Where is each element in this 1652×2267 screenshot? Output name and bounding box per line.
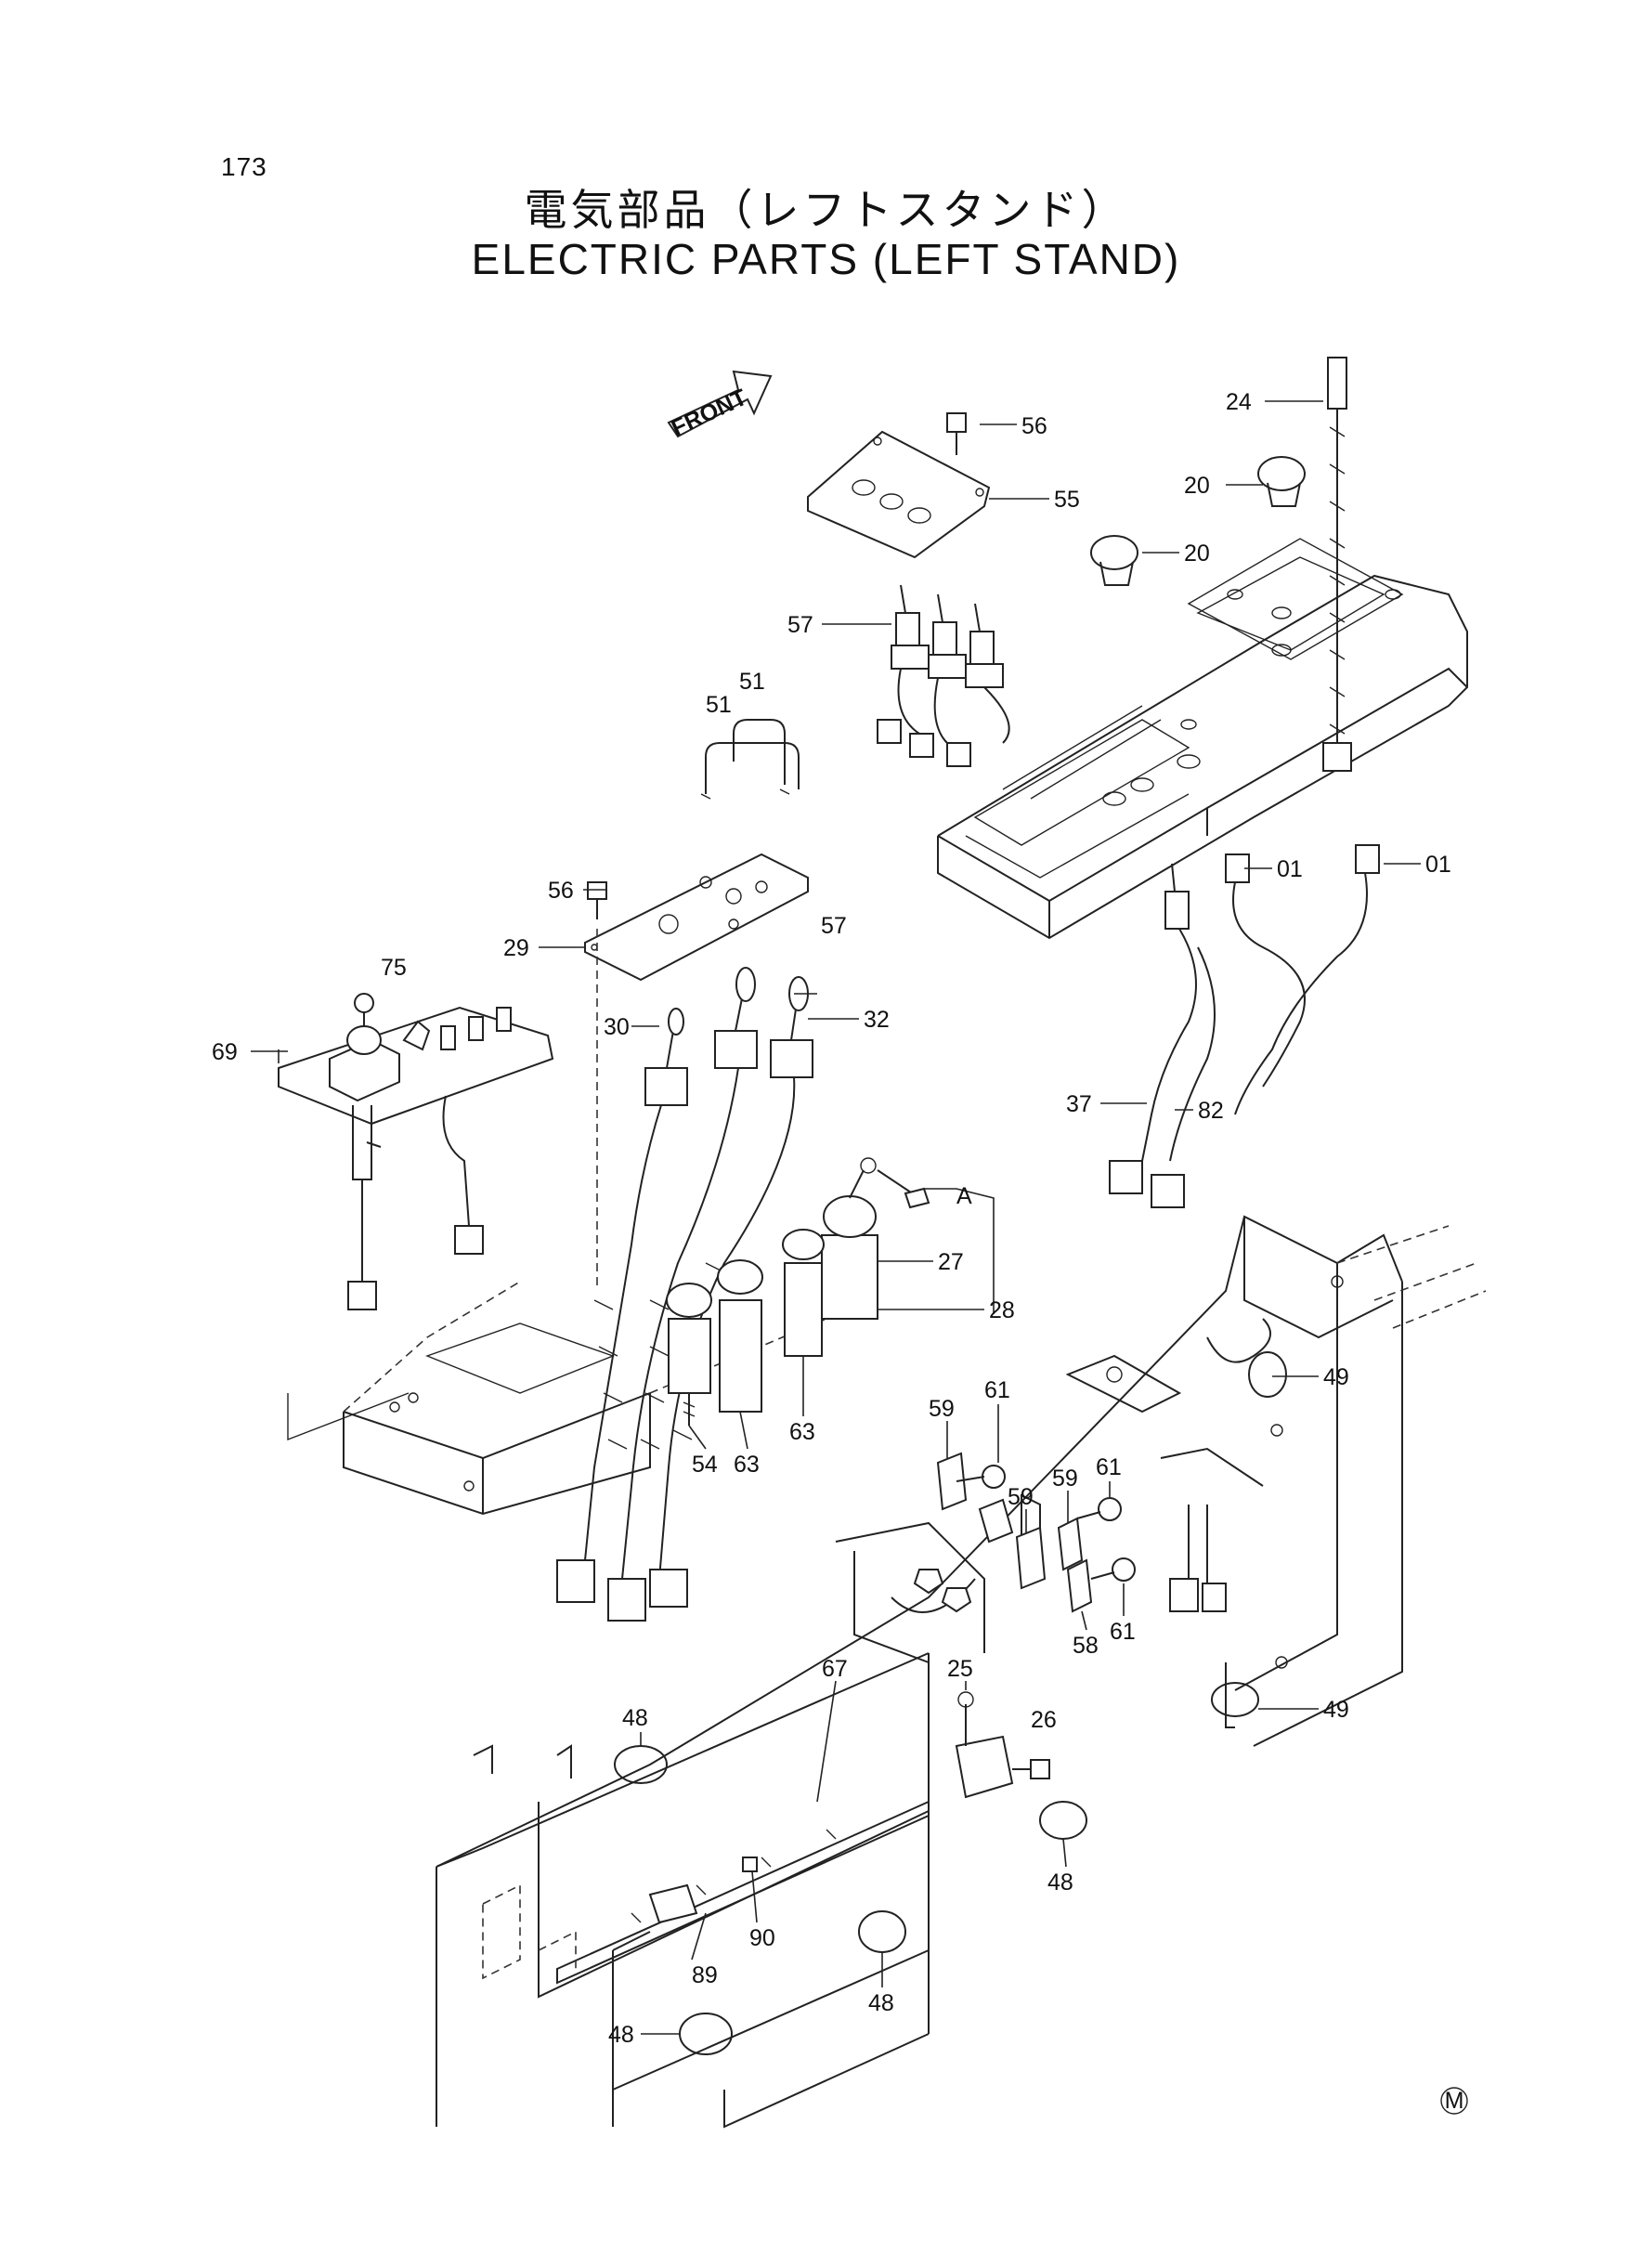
callout-63: 63 bbox=[734, 1452, 760, 1478]
callout-49: 49 bbox=[1323, 1697, 1349, 1723]
page-title-english: ELECTRIC PARTS (LEFT STAND) bbox=[471, 235, 1181, 283]
callout-59: 59 bbox=[929, 1396, 955, 1422]
callout-20: 20 bbox=[1184, 473, 1210, 499]
callout-57: 57 bbox=[821, 913, 847, 939]
callout-20: 20 bbox=[1184, 541, 1210, 567]
corner-mark: M bbox=[1440, 2087, 1468, 2115]
brackets-and-bolts bbox=[913, 1452, 1136, 1613]
main-frame bbox=[436, 1215, 1487, 2127]
key-switch-and-buttons bbox=[666, 1157, 930, 1426]
callout-89: 89 bbox=[692, 1962, 718, 1988]
callout-90: 90 bbox=[749, 1925, 775, 1951]
callout-61: 61 bbox=[1110, 1619, 1136, 1645]
upper-screw bbox=[946, 412, 967, 455]
callout-61: 61 bbox=[984, 1377, 1010, 1403]
u-bolts bbox=[700, 719, 800, 800]
callout-48: 48 bbox=[868, 1990, 894, 2016]
front-arrow-icon: FRONT bbox=[667, 370, 773, 442]
right-harness bbox=[1109, 844, 1380, 1208]
page-title-japanese: 電気部品（レフトスタンド） bbox=[524, 185, 1128, 235]
callout-leaders bbox=[251, 400, 1421, 2035]
callout-29: 29 bbox=[503, 935, 529, 961]
upper-stand-bracket bbox=[937, 538, 1468, 940]
callout-28: 28 bbox=[989, 1297, 1015, 1323]
callout-26: 26 bbox=[1031, 1707, 1057, 1733]
callout-32: 32 bbox=[864, 1007, 890, 1033]
upper-switch-plate bbox=[807, 430, 991, 559]
callout-58: 58 bbox=[1073, 1633, 1099, 1659]
callout-82: 82 bbox=[1198, 1098, 1224, 1124]
callout-25: 25 bbox=[947, 1656, 973, 1682]
callout-37: 37 bbox=[1066, 1091, 1092, 1117]
callout-75: 75 bbox=[381, 955, 407, 981]
upper-toggle-switches bbox=[877, 584, 1010, 767]
callout-59: 59 bbox=[1008, 1484, 1034, 1510]
callout-59: 59 bbox=[1052, 1466, 1078, 1492]
sensor-with-cable bbox=[1322, 357, 1352, 772]
callout-24: 24 bbox=[1226, 389, 1252, 415]
callout-labels: 24 56 20 55 20 57 51 51 01 01 56 29 57 7… bbox=[212, 389, 1451, 2048]
page-number: 173 bbox=[221, 152, 267, 181]
callout-63: 63 bbox=[789, 1419, 815, 1445]
callout-55: 55 bbox=[1054, 487, 1080, 513]
callout-27: 27 bbox=[938, 1249, 964, 1275]
left-switch-panel bbox=[278, 993, 554, 1310]
callout-48: 48 bbox=[1047, 1870, 1073, 1896]
callout-67: 67 bbox=[822, 1656, 848, 1682]
callout-56: 56 bbox=[548, 878, 574, 904]
callout-51: 51 bbox=[706, 692, 732, 718]
corner-mark-label: M bbox=[1445, 2088, 1464, 2114]
callout-01: 01 bbox=[1425, 852, 1451, 878]
callout-a: A bbox=[956, 1183, 972, 1209]
callout-54: 54 bbox=[692, 1452, 718, 1478]
lower-frame bbox=[436, 1652, 930, 2129]
callout-69: 69 bbox=[212, 1039, 238, 1065]
callout-01: 01 bbox=[1277, 856, 1303, 882]
callout-48: 48 bbox=[608, 2022, 634, 2048]
callout-61: 61 bbox=[1096, 1454, 1122, 1480]
center-switch-plate bbox=[584, 853, 809, 982]
callout-30: 30 bbox=[604, 1014, 630, 1040]
callout-48: 48 bbox=[622, 1705, 648, 1731]
center-toggle-switches bbox=[556, 967, 813, 1622]
center-screw bbox=[587, 881, 607, 1291]
callout-49: 49 bbox=[1323, 1364, 1349, 1390]
pilot-lamps bbox=[1090, 456, 1306, 586]
rail-and-relay bbox=[538, 1691, 1050, 1999]
front-arrow-label: FRONT bbox=[668, 384, 751, 442]
callout-51: 51 bbox=[739, 669, 765, 695]
callout-57: 57 bbox=[787, 612, 813, 638]
callout-56: 56 bbox=[1021, 413, 1047, 439]
